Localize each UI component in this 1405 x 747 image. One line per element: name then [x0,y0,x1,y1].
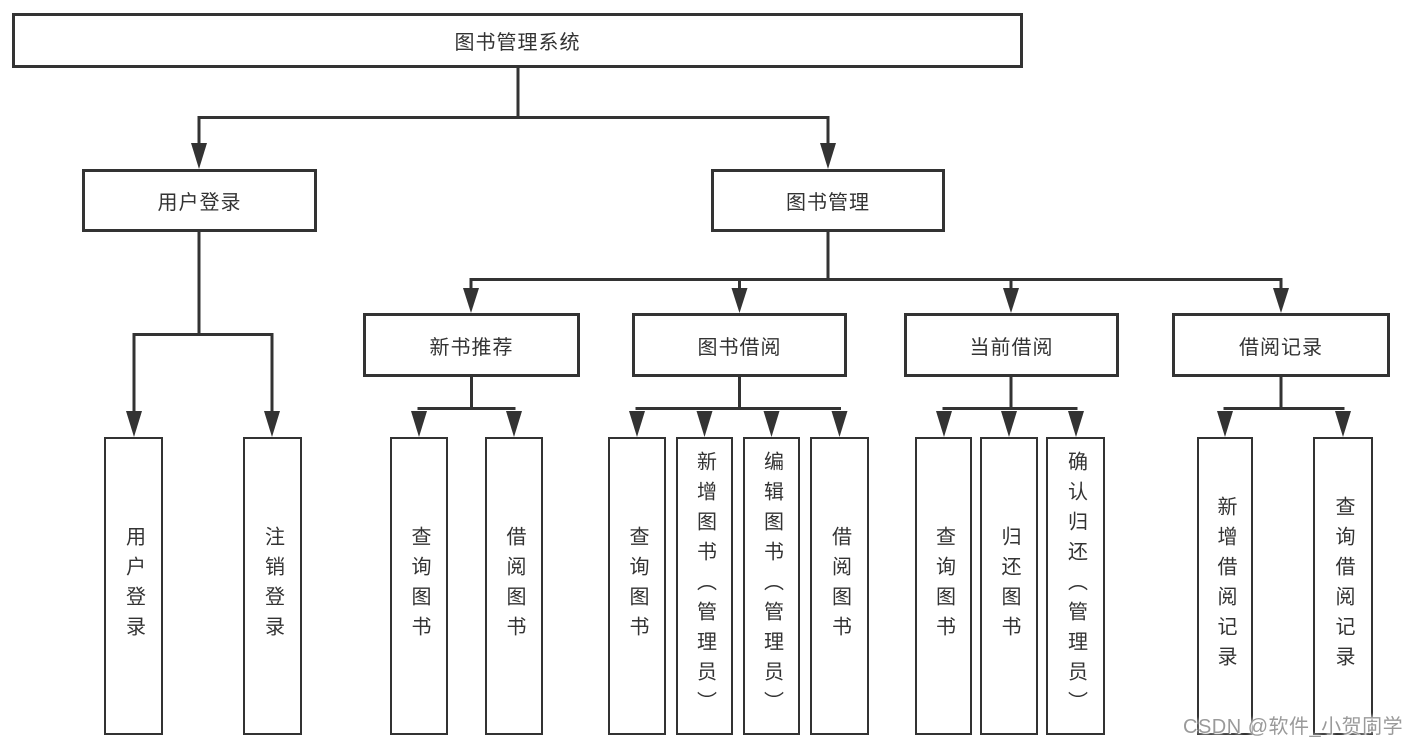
arrow-down [1335,411,1351,437]
arrow-down [1273,288,1289,313]
arrow-down [506,411,522,437]
arrow-down [463,288,479,313]
leaf-add-book-admin: 新增图书（管理员） [676,437,733,735]
leaf-query-books-recommend: 查询图书 [390,437,448,735]
leaf-borrow-books-borrowing: 借阅图书 [810,437,869,735]
node-new-book-recommendation: 新书推荐 [363,313,580,377]
node-label: 图书借阅 [697,336,782,359]
node-label: 归还图书 [998,526,1020,646]
csdn-watermark: CSDN @软件_小贺同学 [1183,716,1404,738]
arrow-down [1217,411,1233,437]
node-label: 查询图书 [626,526,648,646]
node-label: 新书推荐 [429,336,514,359]
node-current-borrowing: 当前借阅 [904,313,1119,377]
node-label: 查询图书 [932,526,955,646]
node-label: 查询借阅记录 [1332,496,1354,676]
node-label: 新增图书（管理员） [693,451,716,721]
leaf-confirm-return-admin: 确认归还（管理员） [1046,437,1105,735]
node-label: 图书管理系统 [454,32,581,54]
node-label: 用户登录 [157,192,242,214]
arrow-down [696,411,713,437]
leaf-add-borrow-record: 新增借阅记录 [1197,437,1253,735]
arrow-down [1068,411,1084,437]
arrow-down [731,288,748,313]
arrow-down [831,411,848,437]
node-label: 借阅图书 [828,526,851,646]
node-label: 确认归还（管理员） [1064,451,1087,721]
node-label: 当前借阅 [969,336,1054,359]
node-label: 用户登录 [122,526,145,646]
leaf-edit-book-admin: 编辑图书（管理员） [743,437,800,735]
arrow-down [264,411,280,437]
leaf-return-book: 归还图书 [980,437,1038,735]
node-book-borrowing: 图书借阅 [632,313,847,377]
arrow-down [1001,411,1017,437]
arrow-down [936,411,952,437]
node-label: 图书管理 [786,192,870,214]
arrow-down [126,411,142,437]
node-library-management-system: 图书管理系统 [12,13,1023,68]
node-label: 借阅图书 [503,526,525,646]
arrow-down [411,411,427,437]
arrow-down [820,143,836,169]
leaf-query-books-borrowing: 查询图书 [608,437,666,735]
node-label: 借阅记录 [1239,336,1323,359]
arrow-down [1003,288,1019,313]
leaf-query-books-current: 查询图书 [915,437,972,735]
node-borrowing-records: 借阅记录 [1172,313,1390,377]
node-book-management: 图书管理 [711,169,945,232]
leaf-logout: 注销登录 [243,437,302,735]
node-label: 新增借阅记录 [1214,496,1236,676]
leaf-user-login: 用户登录 [104,437,163,735]
node-label: 查询图书 [408,526,430,646]
arrow-down [191,143,207,169]
arrow-down [629,411,645,437]
node-label: 注销登录 [261,526,284,646]
leaf-borrow-books-recommend: 借阅图书 [485,437,543,735]
node-user-login: 用户登录 [82,169,317,232]
node-label: 编辑图书（管理员） [760,451,783,721]
leaf-query-borrow-record: 查询借阅记录 [1313,437,1373,735]
arrow-down [763,411,780,437]
